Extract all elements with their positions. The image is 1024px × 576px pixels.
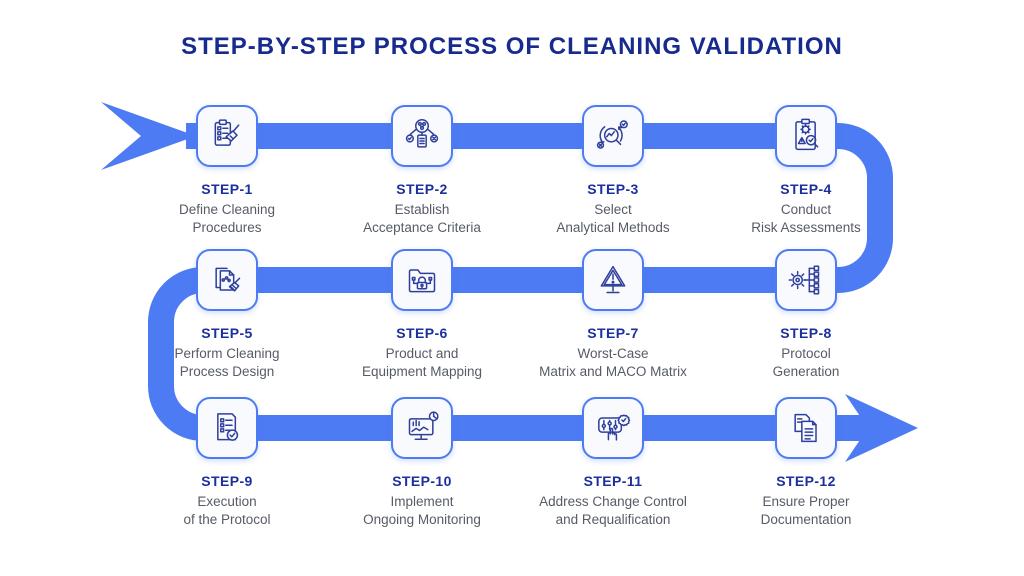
step-8-desc-line1: Protocol [781, 346, 831, 361]
step-1-description: Define Cleaning Procedures [179, 201, 275, 237]
step-2-cell: STEP-2 Establish Acceptance Criteria [322, 105, 522, 237]
step-3-label: STEP-3 [587, 181, 639, 197]
step-4-icon-box [775, 105, 837, 167]
step-10-desc-line2: Ongoing Monitoring [363, 512, 481, 527]
documents-icon [794, 413, 817, 443]
step-4-cell: STEP-4 Conduct Risk Assessments [706, 105, 906, 237]
step-11-label: STEP-11 [583, 473, 643, 489]
step-3-description: Select Analytical Methods [556, 201, 669, 237]
step-9-desc-line2: of the Protocol [183, 512, 271, 527]
step-11-desc-line1: Address Change Control [539, 494, 687, 509]
step-2-description: Establish Acceptance Criteria [363, 201, 481, 237]
step-11-description: Address Change Control and Requalificati… [539, 493, 687, 529]
step-12-label: STEP-12 [776, 473, 836, 489]
step-2-label: STEP-2 [396, 181, 448, 197]
step-12-description: Ensure Proper Documentation [761, 493, 852, 529]
step-1-desc-line2: Procedures [192, 220, 262, 235]
step-7-desc-line2: Matrix and MACO Matrix [539, 364, 687, 379]
step-9-description: Execution of the Protocol [183, 493, 270, 529]
step-3-icon-box [582, 105, 644, 167]
step-6-cell: STEP-6 Product and Equipment Mapping [322, 249, 522, 381]
step-9-desc-line1: Execution [197, 494, 257, 509]
step-1-label: STEP-1 [201, 181, 253, 197]
folder-lock-circuit-icon [408, 269, 436, 293]
step-9-cell: STEP-9 Execution of the Protocol [127, 397, 327, 529]
step-6-description: Product and Equipment Mapping [362, 345, 482, 381]
step-4-label: STEP-4 [780, 181, 832, 197]
page-title: STEP-BY-STEP PROCESS OF CLEANING VALIDAT… [181, 33, 843, 60]
step-7-desc-line1: Worst-Case [577, 346, 649, 361]
sliders-hand-gear-icon [598, 414, 631, 441]
analysis-cycle-magnifier-icon [596, 120, 628, 149]
step-4-desc-line1: Conduct [780, 202, 832, 217]
step-4-description: Conduct Risk Assessments [751, 201, 861, 237]
step-12-cell: STEP-12 Ensure Proper Documentation [706, 397, 906, 529]
step-7-icon-box [582, 249, 644, 311]
step-11-cell: STEP-11 Address Change Control and Requa… [513, 397, 713, 529]
step-1-icon-box [196, 105, 258, 167]
flow-start-arrow-tail-icon [101, 102, 196, 170]
step-9-label: STEP-9 [201, 473, 253, 489]
step-9-icon-box [196, 397, 258, 459]
step-3-desc-line1: Select [594, 202, 632, 217]
step-5-description: Perform Cleaning Process Design [174, 345, 279, 381]
gear-list-icon [788, 265, 820, 295]
step-8-icon-box [775, 249, 837, 311]
checklist-check-icon [217, 413, 239, 441]
step-7-cell: STEP-7 Worst-Case Matrix and MACO Matrix [513, 249, 713, 381]
step-3-cell: STEP-3 Select Analytical Methods [513, 105, 713, 237]
step-5-icon-box [196, 249, 258, 311]
step-5-label: STEP-5 [201, 325, 253, 341]
step-2-icon-box [391, 105, 453, 167]
step-5-desc-line1: Perform Cleaning [174, 346, 280, 361]
step-4-desc-line2: Risk Assessments [751, 220, 861, 235]
flow-path [148, 123, 893, 441]
step-7-label: STEP-7 [587, 325, 639, 341]
step-2-desc-line1: Establish [394, 202, 450, 217]
step-8-label: STEP-8 [780, 325, 832, 341]
step-10-cell: STEP-10 Implement Ongoing Monitoring [322, 397, 522, 529]
step-1-cell: STEP-1 Define Cleaning Procedures [127, 105, 327, 237]
monitor-charts-icon [408, 411, 439, 440]
molecule-criteria-icon [405, 119, 439, 148]
step-5-desc-line2: Process Design [179, 364, 275, 379]
step-2-desc-line2: Acceptance Criteria [363, 220, 481, 235]
step-8-description: Protocol Generation [773, 345, 840, 381]
step-6-desc-line1: Product and [385, 346, 459, 361]
step-10-icon-box [391, 397, 453, 459]
step-12-icon-box [775, 397, 837, 459]
step-7-description: Worst-Case Matrix and MACO Matrix [539, 345, 687, 381]
step-6-label: STEP-6 [396, 325, 448, 341]
step-5-cell: STEP-5 Perform Cleaning Process Design [127, 249, 327, 381]
step-6-icon-box [391, 249, 453, 311]
checklist-brush-icon [214, 119, 240, 146]
clipboard-risk-magnifier-icon [795, 118, 819, 151]
step-3-desc-line2: Analytical Methods [556, 220, 670, 235]
step-10-desc-line1: Implement [390, 494, 454, 509]
step-8-cell: STEP-8 Protocol Generation [706, 249, 906, 381]
step-12-desc-line1: Ensure Proper [762, 494, 850, 509]
step-11-icon-box [582, 397, 644, 459]
step-1-desc-line1: Define Cleaning [178, 202, 276, 217]
warning-sign-icon [600, 265, 626, 294]
step-12-desc-line2: Documentation [760, 512, 852, 527]
step-11-desc-line2: and Requalification [555, 512, 671, 527]
step-10-label: STEP-10 [392, 473, 452, 489]
step-10-description: Implement Ongoing Monitoring [363, 493, 481, 529]
document-broom-icon [215, 267, 241, 292]
step-8-desc-line2: Generation [772, 364, 840, 379]
flow-end-arrowhead-icon [845, 394, 918, 462]
step-6-desc-line2: Equipment Mapping [361, 364, 483, 379]
